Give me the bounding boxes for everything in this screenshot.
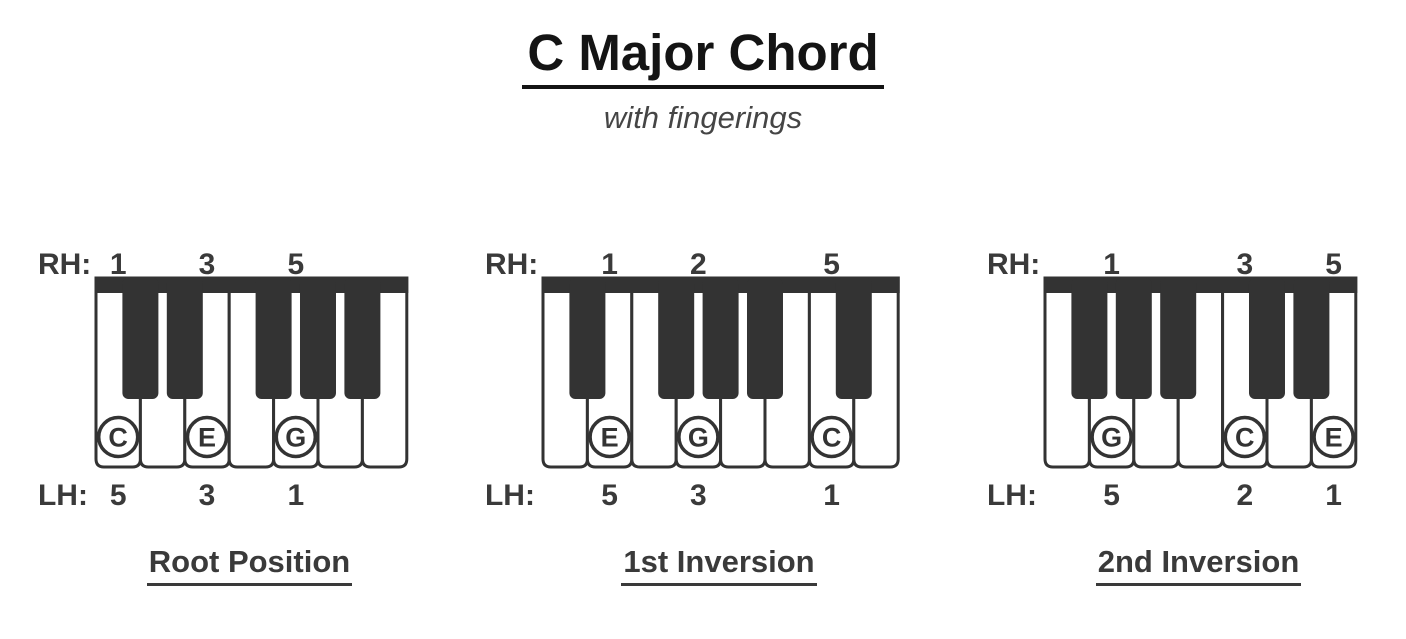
note-circle-g (677, 415, 720, 459)
black-key (299, 278, 336, 399)
left-hand-finger-number: 5 (110, 479, 127, 512)
left-hand-finger-number: 1 (1325, 479, 1342, 512)
black-key (1115, 278, 1152, 399)
note-circle-g (274, 415, 318, 459)
page-title: C Major Chord (0, 24, 1406, 90)
caption-first-inversion-text: 1st Inversion (621, 544, 817, 586)
right-hand-finger-number: 5 (823, 248, 840, 281)
black-key (569, 278, 606, 399)
right-hand-finger-number: 5 (287, 248, 304, 281)
black-key (122, 278, 159, 399)
left-hand-finger-number: 2 (1236, 479, 1253, 512)
note-circle-c (96, 415, 140, 459)
page-title-text: C Major Chord (522, 24, 884, 90)
note-circle-c (1223, 415, 1267, 459)
note-circle-e (1312, 415, 1355, 459)
note-letter-g: G (285, 422, 306, 452)
caption-second-inversion: 2nd Inversion (1043, 544, 1354, 586)
caption-root-position-text: Root Position (146, 544, 353, 586)
left-hand-label: LH: (485, 479, 535, 512)
note-letter-e: E (198, 422, 216, 452)
right-hand-finger-number: 1 (110, 248, 127, 281)
right-hand-finger-number: 2 (690, 248, 707, 281)
note-letter-c: C (822, 422, 842, 452)
note-letter-c: C (108, 422, 128, 452)
black-key (255, 278, 292, 399)
note-circle-g (1090, 415, 1133, 459)
right-hand-finger-number: 1 (1103, 248, 1120, 281)
right-hand-label: RH: (987, 248, 1040, 281)
note-circle-e (185, 415, 229, 459)
left-hand-finger-number: 5 (1103, 479, 1120, 512)
caption-first-inversion: 1st Inversion (541, 544, 897, 586)
black-key (1160, 278, 1197, 399)
note-letter-g: G (1101, 422, 1122, 452)
note-letter-e: E (1325, 422, 1343, 452)
black-key (166, 278, 203, 399)
black-key (1248, 278, 1285, 399)
black-key (344, 278, 381, 399)
right-hand-finger-number: 5 (1325, 248, 1342, 281)
black-key (746, 278, 783, 399)
caption-second-inversion-text: 2nd Inversion (1095, 544, 1302, 586)
left-hand-finger-number: 1 (287, 479, 304, 512)
note-circle-c (810, 415, 853, 459)
header: C Major Chord with fingerings (0, 0, 1406, 136)
black-key (702, 278, 739, 399)
left-hand-finger-number: 3 (690, 479, 707, 512)
left-hand-finger-number: 1 (823, 479, 840, 512)
right-hand-label: RH: (485, 248, 538, 281)
black-key (835, 278, 872, 399)
note-letter-g: G (688, 422, 709, 452)
note-circle-e (588, 415, 631, 459)
page-subtitle: with fingerings (603, 100, 803, 136)
right-hand-finger-number: 3 (1236, 248, 1253, 281)
left-hand-label: LH: (987, 479, 1037, 512)
note-letter-e: E (601, 422, 619, 452)
black-key (1293, 278, 1330, 399)
right-hand-label: RH: (38, 248, 91, 281)
black-key (1071, 278, 1108, 399)
left-hand-label: LH: (38, 479, 88, 512)
right-hand-finger-number: 3 (199, 248, 216, 281)
note-letter-c: C (1235, 422, 1255, 452)
left-hand-finger-number: 3 (199, 479, 216, 512)
caption-root-position: Root Position (94, 544, 405, 586)
right-hand-finger-number: 1 (601, 248, 618, 281)
black-key (658, 278, 695, 399)
left-hand-finger-number: 5 (601, 479, 618, 512)
